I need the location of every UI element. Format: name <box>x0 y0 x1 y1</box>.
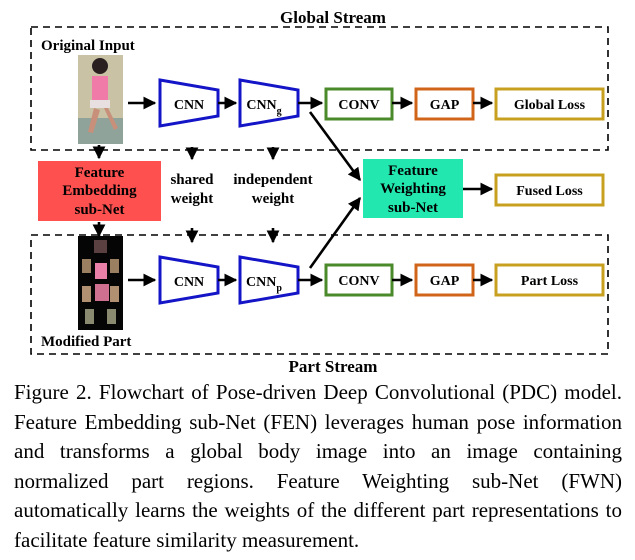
svg-text:sub-Net: sub-Net <box>74 202 124 218</box>
global-loss-block <box>494 87 605 121</box>
global-cnn-block <box>158 78 220 128</box>
cnn-g-block <box>238 78 300 128</box>
global-gap-label: GAP <box>430 98 460 113</box>
global-stream-region <box>30 26 609 151</box>
pdc-flowchart: Global Stream Part Stream Original Input… <box>30 8 609 376</box>
part-cnn-label: CNN <box>174 275 204 290</box>
global-loss-label: Global Loss <box>514 98 586 113</box>
part-gap-label: GAP <box>430 274 460 289</box>
fused-loss-label: Fused Loss <box>516 184 583 199</box>
svg-text:sub-Net: sub-Net <box>388 200 438 216</box>
part-loss-block <box>494 263 605 297</box>
shared-weight-label-line2: weight <box>171 191 214 207</box>
part-loss-label: Part Loss <box>521 274 579 289</box>
independent-weight-label: independent <box>233 172 312 188</box>
part-conv-label: CONV <box>338 274 379 289</box>
fused-loss-block <box>494 173 605 207</box>
cnn-g-label: CNNg <box>246 98 281 117</box>
original-input-image <box>78 55 123 144</box>
global-cnn-label: CNN <box>174 98 204 113</box>
original-input-label: Original Input <box>41 38 135 54</box>
cnn-p-block <box>238 255 300 305</box>
modified-part-label: Modified Part <box>41 334 131 350</box>
part-cnn-block <box>158 255 220 305</box>
svg-text:Weighting: Weighting <box>380 181 446 197</box>
flow-arrows <box>92 96 494 287</box>
svg-text:Embedding: Embedding <box>62 183 137 199</box>
independent-weight-label-line2: weight <box>252 191 295 207</box>
global-conv-label: CONV <box>338 98 379 113</box>
global-stream-title: Global Stream <box>280 8 386 27</box>
part-stream-region <box>30 234 609 355</box>
svg-text:Feature: Feature <box>75 165 125 181</box>
part-stream-title: Part Stream <box>289 357 378 376</box>
svg-text:Feature: Feature <box>388 163 438 179</box>
cnn-p-label: CNNp <box>246 275 282 294</box>
figure-caption: Figure 2. Flowchart of Pose-driven Deep … <box>14 380 622 552</box>
feature-weighting-subnet: Feature Weighting sub-Net <box>363 159 463 218</box>
shared-weight-label: shared <box>170 172 214 188</box>
feature-embedding-subnet: Feature Embedding sub-Net <box>38 161 161 221</box>
modified-part-image <box>78 236 123 330</box>
